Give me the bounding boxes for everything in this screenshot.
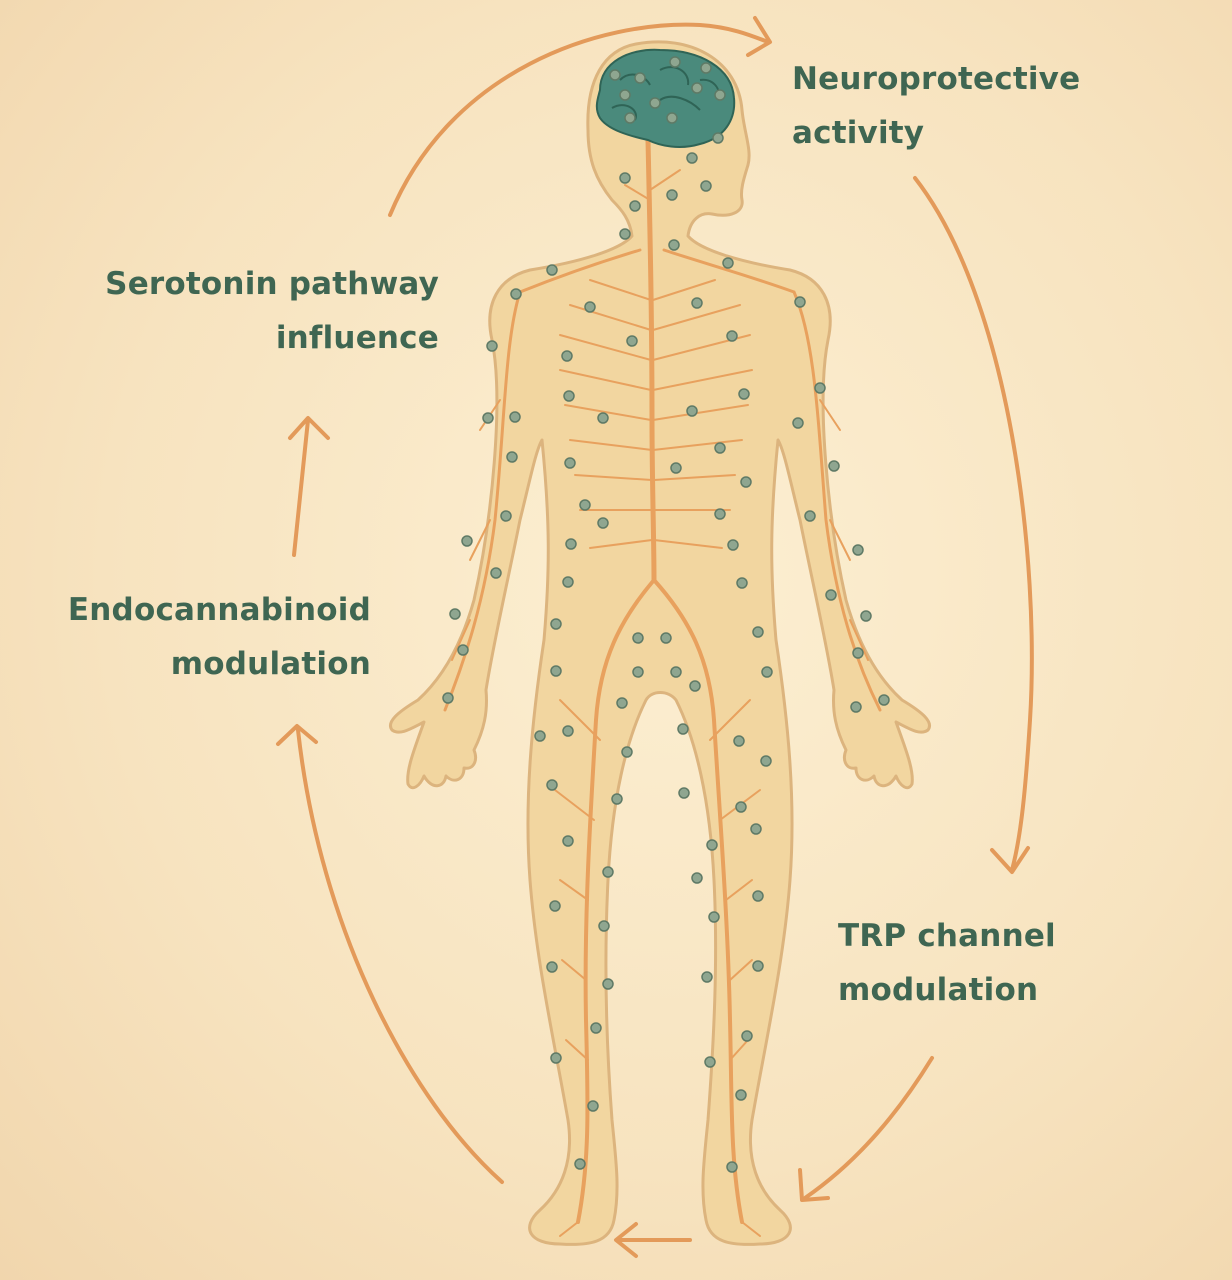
label-serotonin-pathway-influence: Serotonin pathway influence — [105, 257, 439, 365]
arrow-left-up — [292, 418, 310, 557]
nerve-network — [443, 137, 882, 1237]
label-endocannabinoid-modulation: Endocannabinoid modulation — [68, 583, 371, 691]
label-trp-line1: TRP channel — [838, 918, 1056, 954]
label-endocannabinoid-line1: Endocannabinoid — [67, 592, 371, 628]
label-neuroprotective-activity: Neuroprotective activity — [792, 52, 1080, 160]
arrow-top-arc — [388, 22, 770, 217]
label-serotonin-line2: influence — [275, 320, 439, 356]
arrow-right-arc — [913, 176, 1034, 872]
label-trp-line2: modulation — [838, 972, 1039, 1008]
arrow-left-arc — [296, 728, 504, 1184]
label-endocannabinoid-line2: modulation — [170, 646, 371, 682]
body-silhouette — [389, 40, 931, 1246]
receptor-dots — [442, 56, 890, 1173]
human-figure — [389, 40, 931, 1246]
arrow-bottom-right-arc — [803, 1056, 934, 1200]
label-serotonin-line1: Serotonin pathway — [105, 266, 439, 302]
cycle-arrows — [276, 16, 1034, 1258]
label-trp-channel-modulation: TRP channel modulation — [838, 909, 1056, 1017]
label-neuroprotective-line2: activity — [792, 115, 925, 151]
label-neuroprotective-line1: Neuroprotective — [792, 61, 1081, 97]
